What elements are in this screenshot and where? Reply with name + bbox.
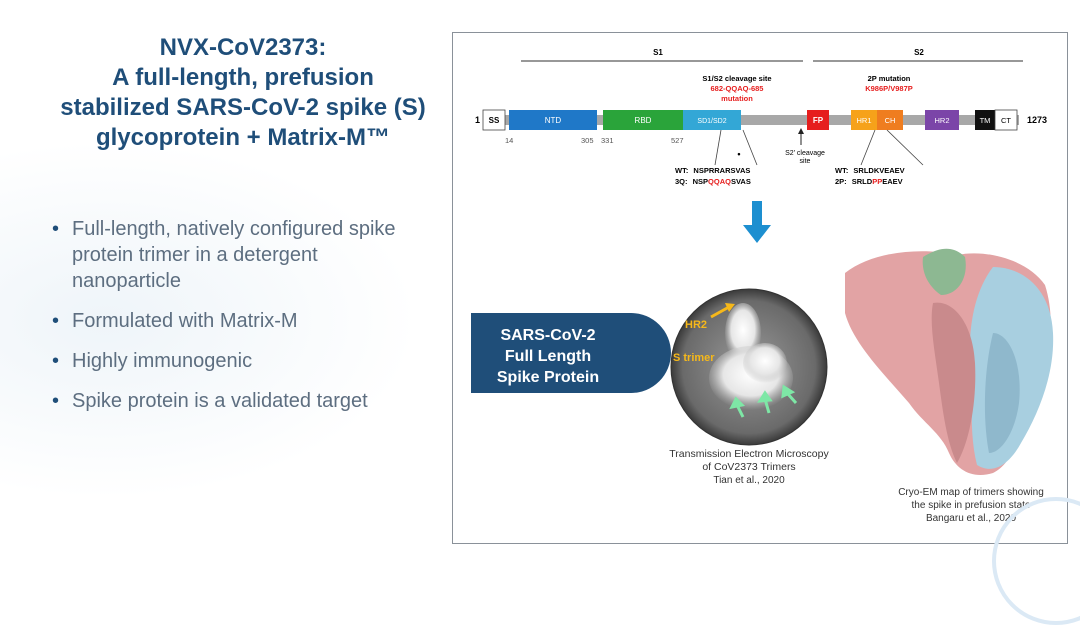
position-label: 305	[581, 136, 594, 145]
bullet-item: Full-length, natively configured spike p…	[48, 216, 428, 294]
badge-line: Full Length	[505, 348, 591, 365]
end-position: 1273	[1027, 115, 1047, 125]
domain-sd1sd2-block: SD1/SD2	[683, 110, 741, 130]
domain-label: SD1/SD2	[697, 118, 726, 125]
bullet-list: Full-length, natively configured spike p…	[48, 216, 428, 428]
cleavage-seq: 682-QQAQ-685	[711, 84, 764, 93]
domain-fp-block: FP	[807, 110, 829, 130]
tem-caption-line: of CoV2373 Trimers	[702, 461, 795, 473]
sars-cov-2-badge: SARS-CoV-2 Full Length Spike Protein	[471, 313, 671, 393]
cryo-caption-line: the spike in prefusion state	[912, 500, 1031, 511]
leader-line	[742, 129, 758, 166]
badge-line: SARS-CoV-2	[500, 327, 595, 344]
protein-backbone	[483, 115, 1019, 125]
title-line-1: NVX-CoV2373:	[159, 34, 327, 61]
cryo-caption-line: Bangaru et al., 2020	[926, 513, 1017, 524]
title-line-4: glycoprotein + Matrix-M™	[95, 124, 391, 151]
slide-title: NVX-CoV2373: A full-length, prefusion st…	[28, 33, 458, 153]
position-label: 527	[671, 136, 684, 145]
mutation-seq: K986P/V987P	[865, 84, 913, 93]
spike-figure: S1 S2 S1/S2 cleavage site 682-QQAQ-685 m…	[452, 32, 1068, 544]
domain-ss-block: SS	[482, 109, 506, 131]
cryo-caption-line: Cryo-EM map of trimers showing	[898, 487, 1044, 498]
tem-green-arrows-icon	[729, 384, 798, 418]
domain-ct-block: CT	[994, 109, 1018, 131]
q3-sequence: 3Q: NSPQQAQSVAS	[675, 177, 751, 186]
domain-label: HR1	[856, 116, 871, 125]
tem-caption-line: Tian et al., 2020	[713, 475, 785, 486]
domain-label: SS	[489, 116, 500, 125]
start-position: 1	[475, 115, 480, 125]
position-label: 14	[505, 136, 513, 145]
position-label: 331	[601, 136, 614, 145]
cryo-em-map	[845, 248, 1054, 475]
hr2-arrow-icon	[710, 305, 730, 319]
leader-line	[860, 129, 876, 166]
figure-canvas: S1 S2 S1/S2 cleavage site 682-QQAQ-685 m…	[471, 48, 1054, 524]
wt-sequence-2: WT: SRLDKVEAEV	[835, 166, 905, 175]
domain-label: CT	[1001, 116, 1011, 125]
bullet-item: Formulated with Matrix-M	[48, 308, 428, 334]
arrow-head-icon	[725, 303, 735, 312]
domain-label: HR2	[934, 116, 949, 125]
domain-label: TM	[980, 116, 991, 125]
cleavage-marker: •	[737, 149, 740, 159]
leader-line	[886, 129, 924, 166]
title-line-3: stabilized SARS-CoV-2 spike (S)	[60, 94, 426, 121]
bullet-item: Spike protein is a validated target	[48, 388, 428, 414]
domain-label: RBD	[635, 116, 652, 125]
s2-prime-label-2: site	[800, 158, 811, 165]
title-line-2: A full-length, prefusion	[112, 64, 374, 91]
s2-label: S2	[914, 48, 924, 57]
domain-rbd-block: RBD	[603, 110, 683, 130]
s2-prime-label-1: S2' cleavage	[785, 150, 825, 157]
cleavage-note: mutation	[721, 94, 753, 103]
tem-micrograph: HR2 S trimer	[670, 288, 828, 446]
domain-hr1-block: HR1	[851, 110, 877, 130]
arrow-head-icon	[798, 128, 804, 134]
tem-caption-line: Transmission Electron Microscopy	[669, 448, 829, 460]
cleavage-title: S1/S2 cleavage site	[702, 74, 771, 83]
mutation-title: 2P mutation	[868, 74, 911, 83]
domain-label: CH	[885, 116, 896, 125]
p2-sequence: 2P: SRLDPPEAEV	[835, 177, 903, 186]
tem-hr2-label: HR2	[685, 319, 707, 331]
badge-line: Spike Protein	[497, 369, 599, 386]
domain-ntd-block: NTD	[509, 110, 597, 130]
down-arrow-icon	[743, 201, 771, 243]
tem-trimer-label: S trimer	[673, 352, 715, 364]
domain-label: FP	[813, 116, 824, 125]
leader-line	[714, 129, 722, 166]
wt-sequence-1: WT: NSPRRARSVAS	[675, 166, 750, 175]
domain-ch-block: CH	[877, 110, 903, 130]
bullet-item: Highly immunogenic	[48, 348, 428, 374]
s1-label: S1	[653, 48, 663, 57]
domain-tm-block: TM	[975, 110, 995, 130]
domain-hr2-block: HR2	[925, 110, 959, 130]
domain-label: NTD	[545, 116, 562, 125]
